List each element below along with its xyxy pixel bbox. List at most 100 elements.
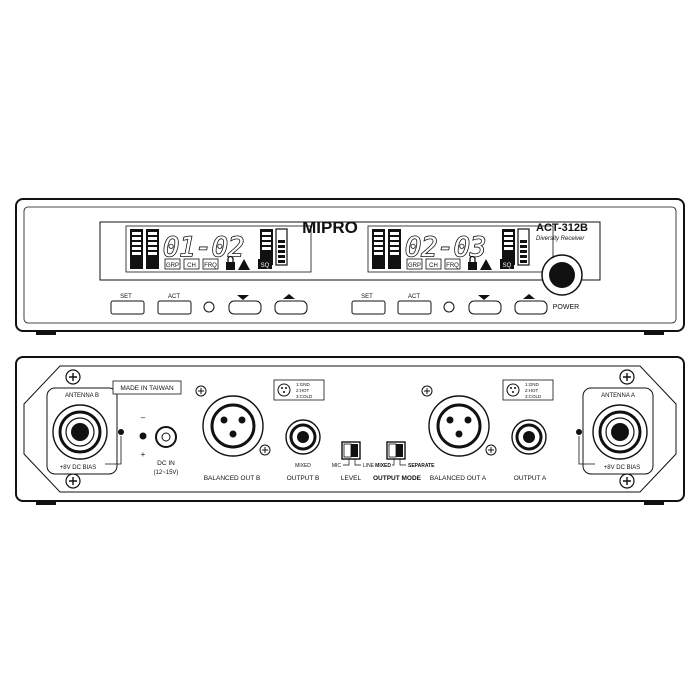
lcd-frame [125,225,312,273]
brand-logo: MIPRO [302,218,358,237]
act-button[interactable] [397,300,432,315]
af-meter-icon [502,228,530,266]
bias-led-a [576,429,582,435]
sq-label: SQ [261,263,270,269]
output-mode-switch[interactable] [386,441,406,460]
front-foot-left [36,331,56,335]
screw-icon [65,473,81,489]
down-button[interactable] [468,300,502,315]
balanced-out-a-xlr[interactable] [428,395,490,457]
ch-label: CH [429,263,438,269]
pin-3-label: 3:COLD [296,394,313,399]
polarity-plus: + [141,450,146,459]
act-label: ACT [408,294,420,300]
balanced-out-a-label: BALANCED OUT A [430,475,487,482]
antenna-b-connector[interactable] [52,404,108,460]
mode-mixed-label: MIXED [375,463,391,469]
ch-indicator [425,258,442,270]
rear-foot-right [644,501,664,505]
af-meter-icon [260,228,288,266]
bias-line-a [578,436,595,465]
made-in-label: MADE IN TAIWAN [120,385,174,392]
pin-1-label: 1:GND [525,382,540,387]
frq-indicator [202,258,219,270]
antenna-a-connector[interactable] [592,404,648,460]
rf-meter-icon [130,229,159,269]
up-button[interactable] [274,300,308,315]
down-arrow-icon [478,295,490,300]
lcd-frame [367,225,554,273]
xlr-pin-icon [277,383,291,397]
grp-indicator [406,258,423,270]
output-a-jack[interactable] [511,419,547,455]
antenna-b-bias-label: +8V DC BIAS [60,465,97,471]
lcd-channel-1: 01-02 GRP CH FRQ [125,225,312,273]
ir-led [443,301,455,313]
set-label: SET [361,294,373,300]
grp-indicator [164,258,181,270]
made-in-box [112,380,182,395]
lock-icon [468,255,477,270]
mixed-label: MIXED [295,463,311,469]
up-arrow-icon [523,294,535,299]
screw-icon [65,369,81,385]
warning-icon [238,259,250,270]
set-label: SET [120,294,132,300]
front-faceplate [23,206,677,324]
level-label: LEVEL [341,475,362,482]
level-switch[interactable] [341,441,361,460]
rear-bevel [23,365,677,493]
dc-in-range: (12~15V) [154,470,179,476]
down-button[interactable] [228,300,262,315]
frq-label: FRQ [446,263,459,269]
front-chassis [15,198,685,332]
output-a-label: OUTPUT A [514,475,547,482]
set-button[interactable] [110,300,145,315]
pin-2-label: 2:HOT [296,388,310,393]
up-button[interactable] [514,300,548,315]
balanced-out-b-label: BALANCED OUT B [204,475,261,482]
screw-icon [259,444,271,456]
antenna-a-bias-label: +8V DC BIAS [604,465,641,471]
screw-icon [619,369,635,385]
dc-in-jack[interactable] [155,426,177,448]
xlr-pin-icon [506,383,520,397]
display-window [99,221,601,281]
ir-led [203,301,215,313]
frq-indicator [444,258,461,270]
set-button[interactable] [351,300,386,315]
level-mic-label: MIC [332,463,342,469]
model-subtitle: Diversity Receiver [536,236,585,242]
lock-icon [226,255,235,270]
ch-indicator [183,258,200,270]
power-switch[interactable] [541,254,583,296]
screw-icon [421,385,433,397]
balanced-out-b-xlr[interactable] [202,395,264,457]
output-mode-label: OUTPUT MODE [373,475,422,482]
bias-line-b [105,436,122,465]
rf-meter-icon [372,229,401,269]
bias-led-b [118,429,124,435]
output-b-label: OUTPUT B [287,475,320,482]
rear-panel: ANTENNA B +8V DC BIAS MADE IN TAIWAN – +… [15,356,685,505]
pin-2-label: 2:HOT [525,388,539,393]
channel-display: 02-03 [405,232,486,263]
warning-icon [480,259,492,270]
sq-label: SQ [503,263,512,269]
level-leaders [343,459,361,466]
channel-display: 01-02 [163,232,244,263]
up-arrow-icon [283,294,295,299]
pin-1-label: 1:GND [296,382,311,387]
screw-icon [195,385,207,397]
lcd-channel-2: 02-03 GRP CH FRQ [367,225,554,273]
output-b-jack[interactable] [285,419,321,455]
down-arrow-icon [237,295,249,300]
act-button[interactable] [157,300,192,315]
polarity-dot [139,432,147,440]
model-name: ACT-312B [536,222,588,234]
antenna-b-label: ANTENNA B [65,393,99,399]
mode-leaders [392,459,406,466]
power-knob[interactable] [549,262,575,288]
screw-icon [485,444,497,456]
